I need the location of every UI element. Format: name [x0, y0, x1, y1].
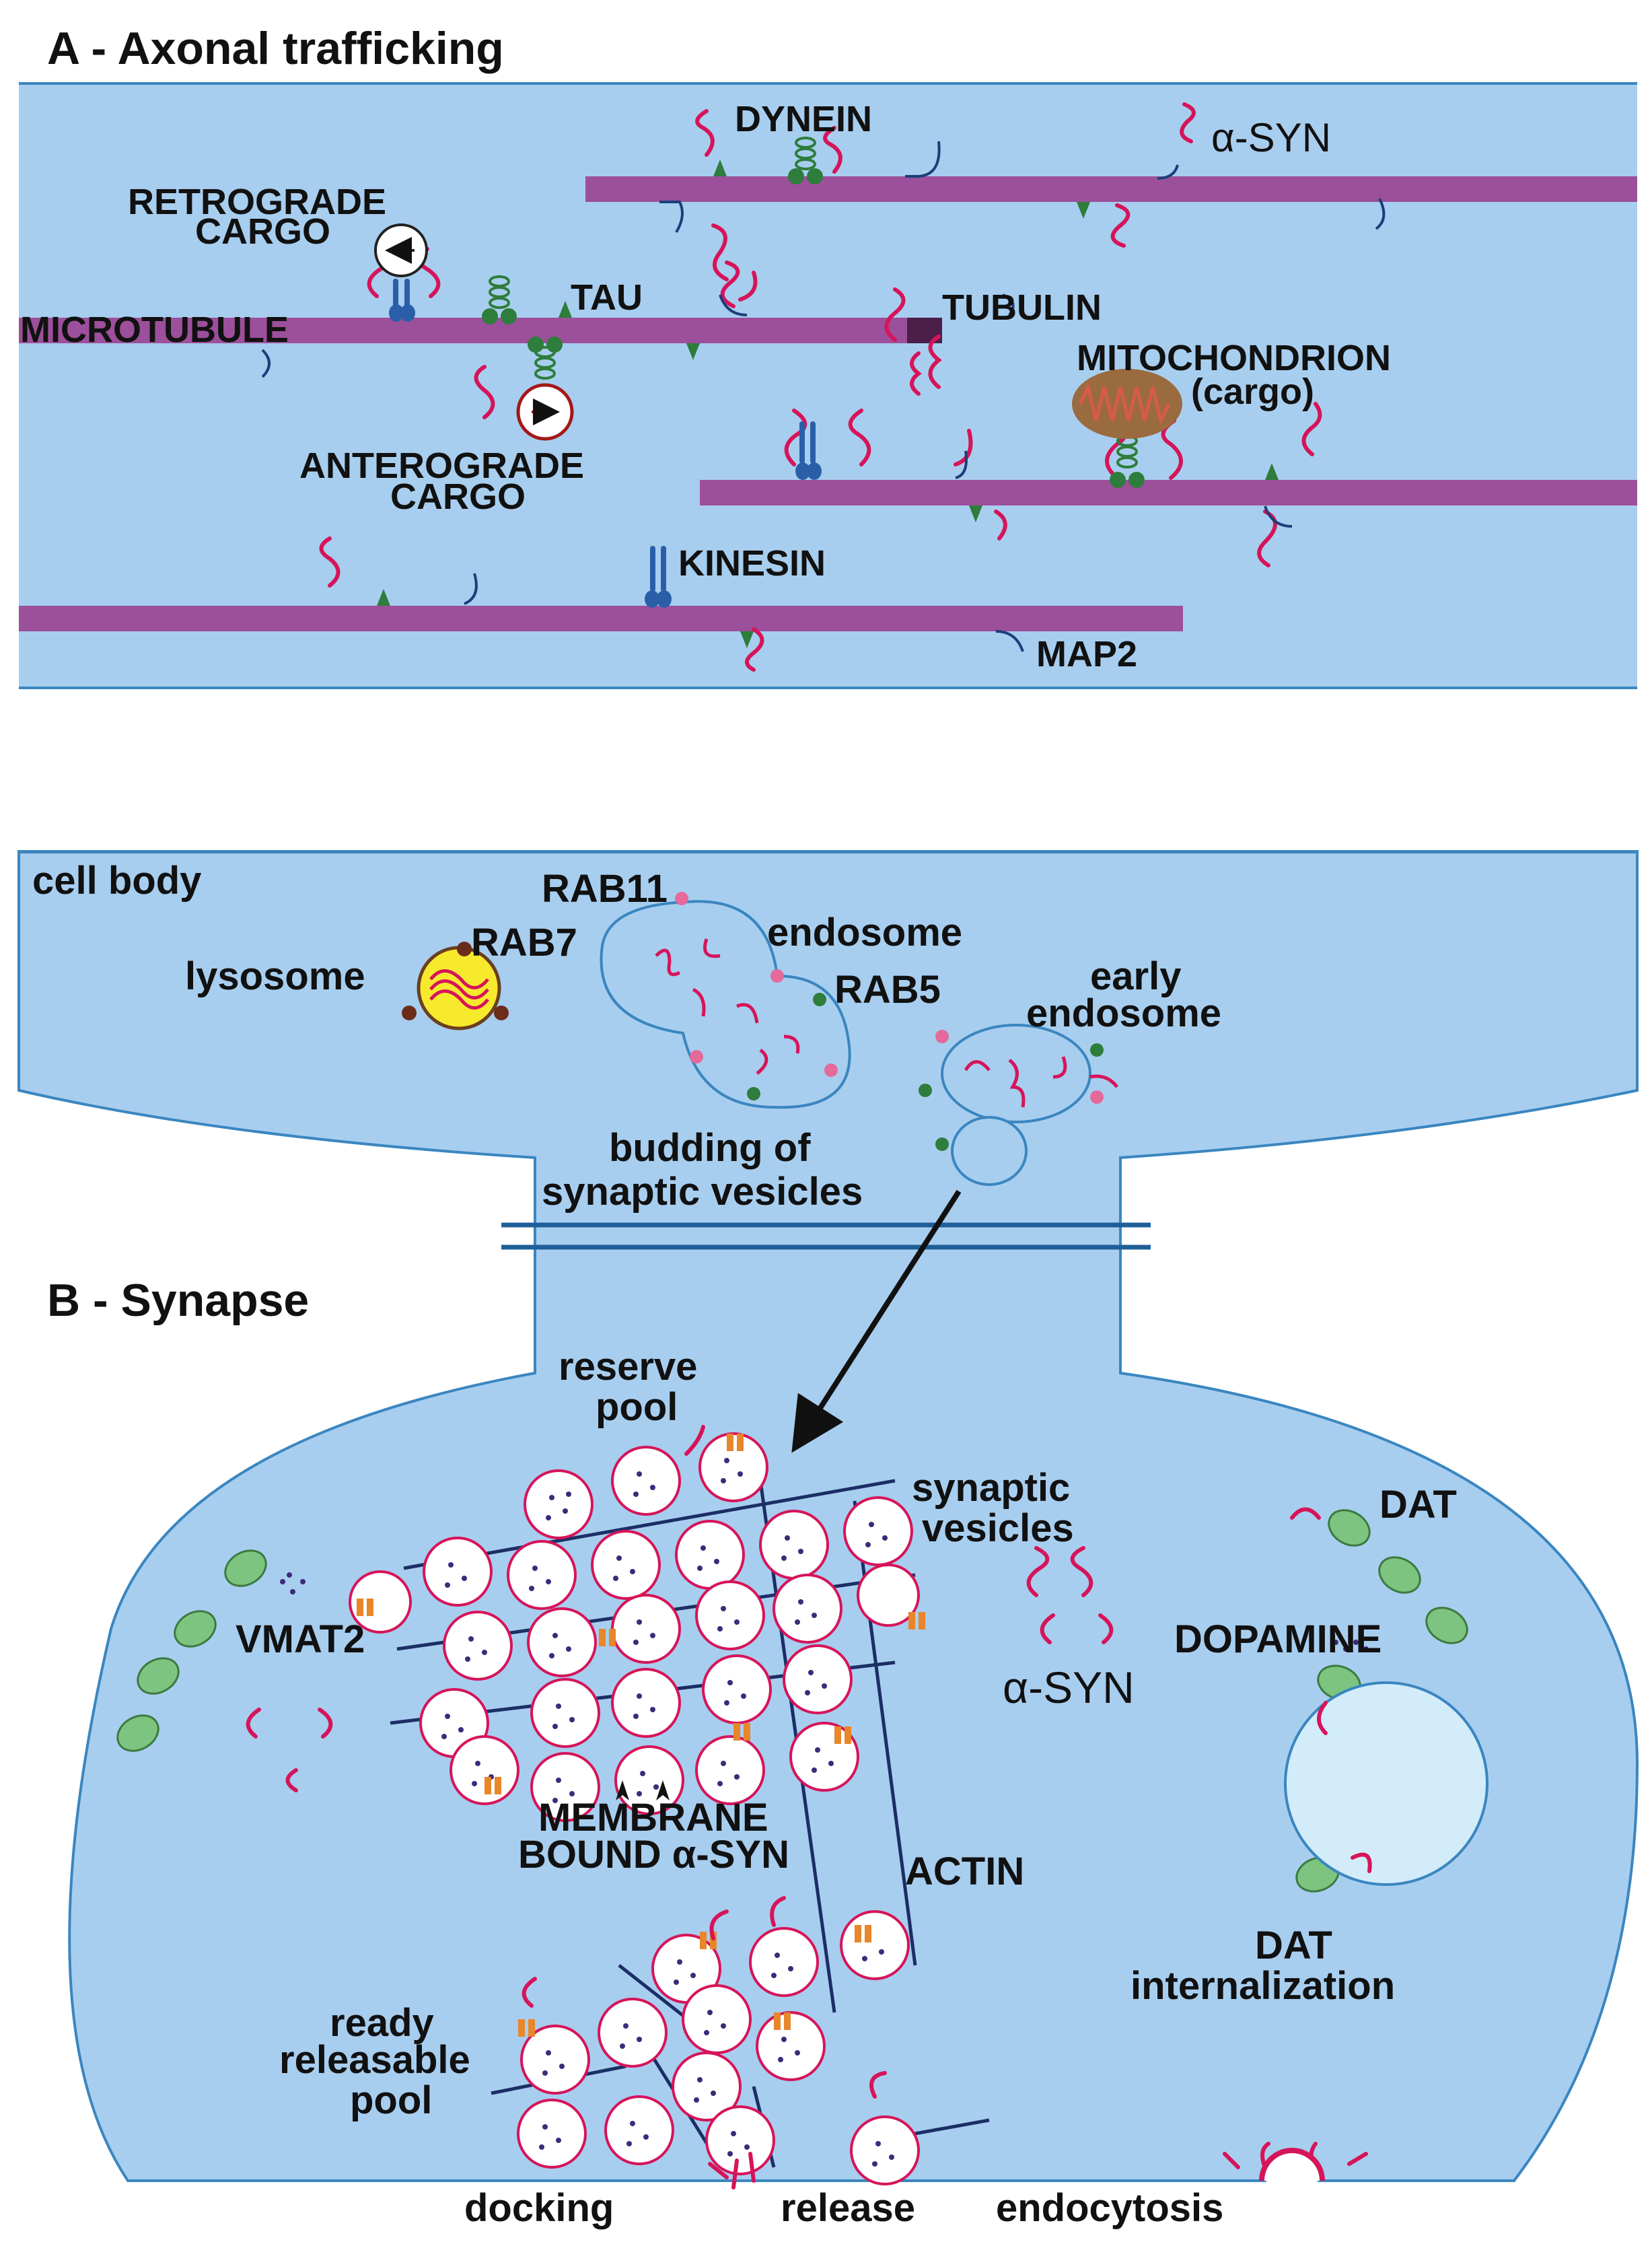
label-early-endosome: endosome	[1026, 991, 1221, 1035]
dynein-icons	[482, 137, 1145, 488]
label-dynein: DYNEIN	[735, 99, 872, 139]
label-retrograde: RETROGRADE	[128, 182, 386, 222]
label-alpha-syn-a: α-SYN	[1211, 115, 1331, 160]
label-reserve: reserve	[559, 1345, 697, 1389]
alpha-syn-icons-a	[319, 102, 1322, 672]
axon-background	[19, 83, 1637, 689]
panel-a-title: A - Axonal trafficking	[47, 23, 504, 74]
kinesin-icons	[389, 279, 822, 608]
label-docking: docking	[464, 2186, 614, 2230]
label-internalization: internalization	[1130, 1964, 1395, 2008]
vesicle-dopamine-dots	[441, 1458, 894, 2167]
label-rab5: RAB5	[834, 968, 941, 1012]
cell-body-membrane-top	[19, 851, 1637, 853]
dopamine-dots	[280, 1572, 1369, 1652]
label-release: release	[781, 2186, 915, 2230]
label-dopamine: DOPAMINE	[1174, 1617, 1381, 1661]
label-budding: budding of	[609, 1126, 811, 1170]
label-anterograde: ANTEROGRADE	[299, 446, 584, 486]
label-synaptic-vesicles-budding: synaptic vesicles	[542, 1170, 863, 1214]
microtubule-2	[19, 318, 907, 343]
label-early: early	[1090, 954, 1181, 998]
retrograde-cargo-icon	[374, 223, 428, 277]
label-anterograde-cargo: CARGO	[390, 477, 526, 517]
endocytosis-icon	[1259, 2148, 1325, 2181]
map2-icons	[261, 141, 1386, 652]
label-kinesin: KINESIN	[678, 543, 826, 584]
label-reserve-pool: pool	[596, 1385, 678, 1429]
panel-b-title: B - Synapse	[47, 1275, 309, 1326]
mitochondrion-icon	[1072, 369, 1182, 439]
label-tau: TAU	[571, 277, 643, 318]
label-cell-body: cell body	[32, 859, 201, 903]
label-actin: ACTIN	[905, 1850, 1024, 1893]
membrane-bound-pointers	[616, 1780, 670, 1800]
label-retrograde-cargo: CARGO	[195, 211, 330, 252]
label-rab7: RAB7	[471, 921, 577, 965]
synaptic-vesicles	[349, 1432, 920, 2185]
tau-icons	[377, 160, 1279, 648]
label-releasable: releasable	[279, 2038, 470, 2082]
label-mitochondrion: MITOCHONDRION	[1077, 338, 1391, 378]
label-mitochondrion-cargo: (cargo)	[1191, 372, 1314, 412]
endosome-icon	[600, 892, 851, 1109]
label-dat: DAT	[1379, 1483, 1457, 1527]
early-endosome-icon	[919, 1024, 1118, 1186]
label-membrane: MEMBRANE	[538, 1796, 768, 1839]
anterograde-cargo-icon	[516, 383, 574, 441]
panel-a: A - Axonal trafficking	[19, 23, 1637, 689]
label-dat-internalization-dat: DAT	[1255, 1924, 1332, 1967]
microtubule-4	[19, 606, 1183, 631]
label-ready: ready	[330, 2001, 434, 2045]
label-map2: MAP2	[1036, 634, 1137, 674]
microtubule-1	[585, 176, 1637, 202]
microtubule-3	[700, 480, 1637, 505]
label-rrp-pool: pool	[350, 2078, 432, 2122]
label-alpha-syn-b: α-SYN	[1003, 1662, 1135, 1712]
lysosome-icon	[402, 942, 509, 1030]
vmat2-icons	[357, 1434, 925, 2037]
label-membrane-bound-alpha-syn: BOUND α-SYN	[518, 1833, 789, 1877]
label-lysosome: lysosome	[185, 954, 365, 998]
label-endocytosis: endocytosis	[996, 2186, 1223, 2230]
panel-b-labels: cell body RAB11 endosome RAB7 lysosome R…	[32, 859, 1457, 2230]
label-vesicles: vesicles	[922, 1506, 1074, 1550]
dat-internalization-vesicle	[1284, 1681, 1488, 1886]
panel-b: cell body RAB11 endosome RAB7 lysosome R…	[17, 850, 1639, 2230]
panel-a-labels: DYNEIN α-SYN RETROGRADE CARGO TAU MICROT…	[20, 99, 1391, 674]
label-endosome: endosome	[767, 911, 962, 954]
trafficking-arrow	[791, 1189, 962, 1453]
label-tubulin: TUBULIN	[942, 287, 1102, 328]
label-microtubule: MICROTUBULE	[20, 310, 289, 350]
label-rab11: RAB11	[542, 867, 668, 911]
label-synaptic: synaptic	[912, 1466, 1070, 1510]
label-vmat2: VMAT2	[236, 1617, 365, 1661]
